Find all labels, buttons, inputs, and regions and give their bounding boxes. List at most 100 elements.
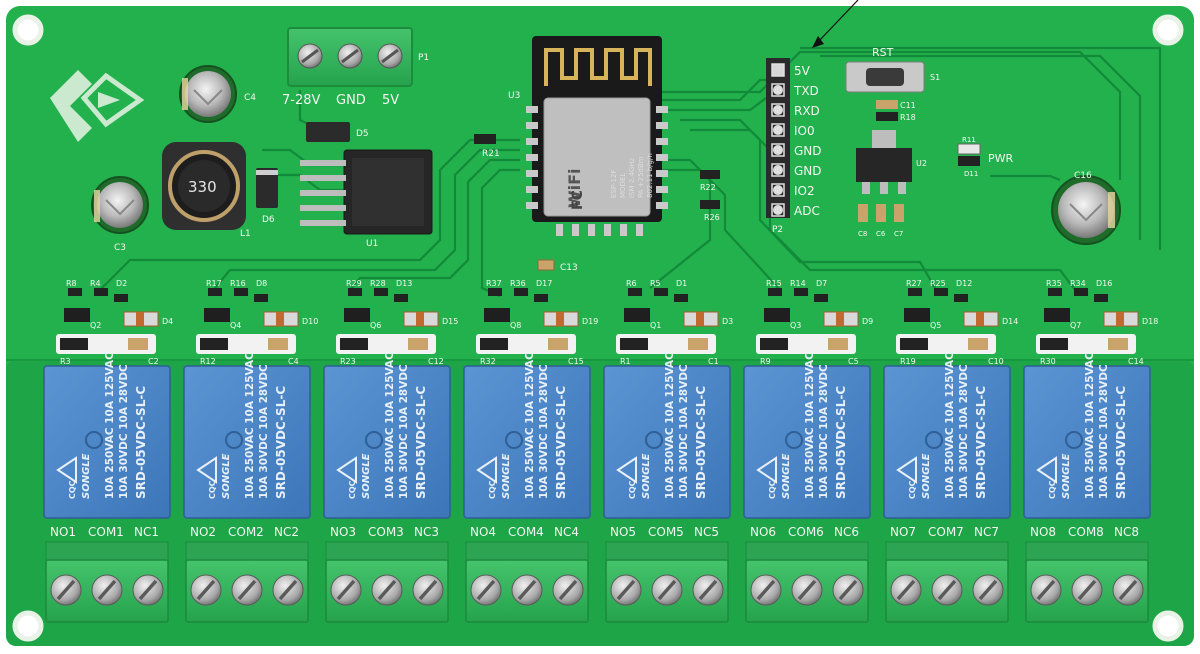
terminal-top [885, 541, 1009, 563]
contact-label-no: NO3 [330, 525, 356, 539]
ref-label: C2 [148, 357, 159, 366]
smd-resistor [68, 288, 82, 296]
screw-slot [278, 579, 298, 601]
ref-label: Q6 [370, 321, 381, 330]
ref-label: R5 [650, 279, 661, 288]
screw-slot [517, 579, 537, 601]
ref-label: C5 [848, 357, 859, 366]
smd-capacitor [268, 338, 288, 350]
terminal-top [45, 541, 169, 563]
power-inductor: 330 L1 [162, 142, 251, 239]
screw-slot [196, 579, 216, 601]
ref-label: R36 [510, 279, 526, 288]
header-pin-label: RXD [794, 104, 820, 118]
svg-text:PA +25dBm: PA +25dBm [637, 156, 645, 198]
ref-label: R4 [90, 279, 101, 288]
ref-label: Q4 [230, 321, 241, 330]
relay-dimple [785, 431, 803, 449]
header-pin-pad [773, 145, 783, 155]
diode-band [836, 312, 844, 326]
contact-label-nc: NC2 [274, 525, 299, 539]
header-pin [771, 103, 785, 117]
contact-label-com: COM1 [88, 525, 124, 539]
svg-text:802.11 b/g/n: 802.11 b/g/n [646, 153, 654, 198]
diode-band [416, 312, 424, 326]
ref-label: D13 [396, 279, 412, 288]
relay-rating-line2: 10A 30VDC 10A 28VDC [818, 364, 830, 499]
smd-resistor [934, 288, 948, 296]
relay-dimple [365, 431, 383, 449]
screw-slot [1077, 579, 1097, 601]
screw-slot [896, 579, 916, 601]
diode-band [976, 312, 984, 326]
header-pin-label: 5V [794, 64, 811, 78]
svg-text:R26: R26 [704, 213, 720, 222]
contact-label-com: COM5 [648, 525, 684, 539]
screw-slot [1118, 579, 1138, 601]
warning-triangle-icon [196, 456, 217, 484]
power-label-vin: 7-28V [282, 93, 321, 108]
ref-label: D9 [862, 317, 873, 326]
smd-led [114, 294, 128, 302]
ref-label: R3 [60, 357, 71, 366]
relay-cert: CQC [768, 480, 777, 499]
svg-text:C16: C16 [1074, 171, 1092, 181]
contact-label-nc: NC6 [834, 525, 859, 539]
power-terminal-ref: P1 [418, 53, 429, 63]
esp-wifi-module: WiFi ESP-12F MODEL ISM 2.4GHz PA +25dBm … [508, 36, 668, 236]
header-pin-label: IO0 [794, 124, 815, 138]
header-pin [771, 143, 785, 157]
ref-label: D10 [302, 317, 318, 326]
warning-triangle-icon [476, 456, 497, 484]
relay-brand: SONGLE [81, 453, 92, 499]
smd-led [394, 294, 408, 302]
terminal-top [605, 541, 729, 563]
wifi-antenna-icon [544, 48, 652, 86]
smd-led [534, 294, 548, 302]
relay-rating-line1: 10A 250VAC 10A 125VAC [384, 352, 396, 499]
ref-label: Q2 [90, 321, 101, 330]
smd-resistor [488, 288, 502, 296]
header-pin-pad [773, 205, 783, 215]
relay-model: SRD-05VDC-SL-C [134, 386, 148, 499]
relay-model: SRD-05VDC-SL-C [834, 386, 848, 499]
screw-slot [97, 579, 117, 601]
capacitor-c11: C11 [876, 100, 916, 110]
ref-label: D15 [442, 317, 458, 326]
ref-label: D12 [956, 279, 972, 288]
manufacturer-logo-icon [50, 70, 145, 142]
ref-label: R6 [626, 279, 637, 288]
diode-d5: D5 [306, 122, 369, 142]
terminal-top [1025, 541, 1149, 563]
ref-label: R30 [1040, 357, 1056, 366]
warning-triangle-icon [336, 456, 357, 484]
capacitor-c13: C13 [537, 259, 578, 273]
voltage-regulator-u1: U1 [300, 149, 433, 249]
smd-resistor [208, 288, 222, 296]
contact-label-com: COM3 [368, 525, 404, 539]
svg-text:R21: R21 [482, 149, 500, 159]
smd-capacitor [128, 338, 148, 350]
smd-resistor [348, 288, 362, 296]
svg-text:L1: L1 [240, 229, 251, 239]
relay-dimple [85, 431, 103, 449]
pcb-traces [99, 46, 1162, 298]
header-pin [771, 63, 785, 77]
screw-slot [418, 579, 438, 601]
wifi-brand: WiFi [565, 168, 584, 208]
ref-label: C4 [288, 357, 299, 366]
svg-text:D11: D11 [964, 170, 978, 178]
smd-resistor [1074, 288, 1088, 296]
mounting-holes [12, 14, 1184, 642]
resistor-r26: R26 [700, 200, 720, 222]
header-pin-pad [773, 185, 783, 195]
screw-slot [336, 579, 356, 601]
contact-label-com: COM6 [788, 525, 824, 539]
screw-icon [297, 43, 323, 69]
relay-model: SRD-05VDC-SL-C [554, 386, 568, 499]
ref-label: D3 [722, 317, 733, 326]
